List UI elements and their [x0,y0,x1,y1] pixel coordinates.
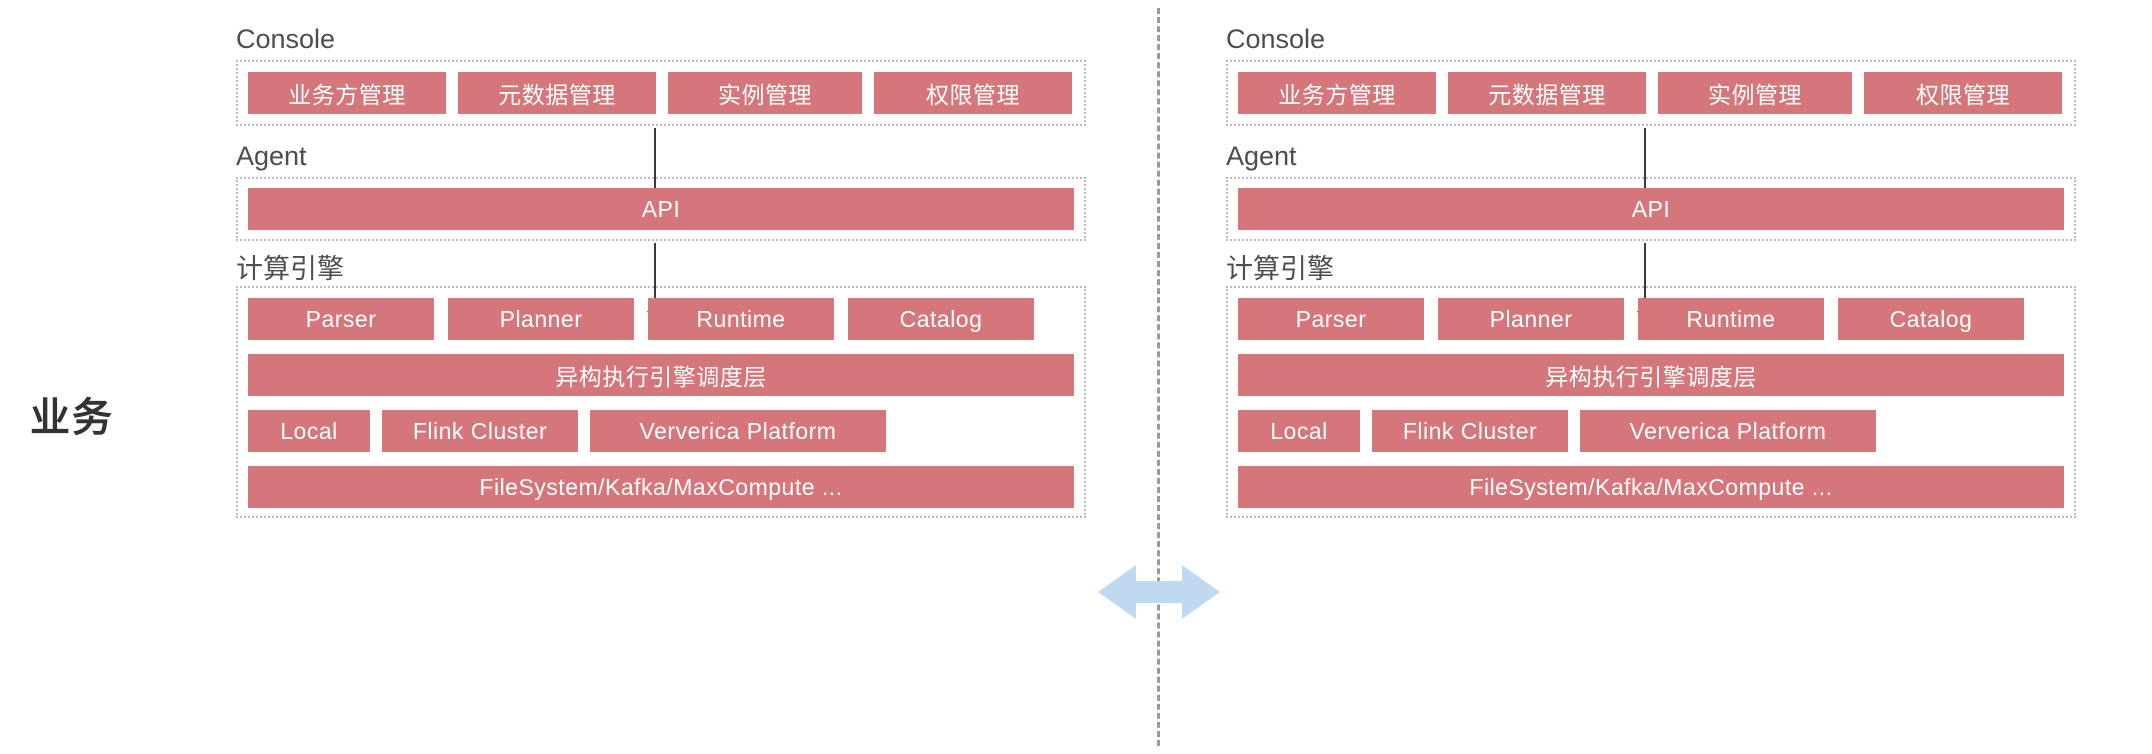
engine-component-runtime[interactable]: Runtime [648,298,834,340]
engine-runtime-ververica-platform[interactable]: Ververica Platform [590,410,886,452]
vertical-dashed-divider-icon [1157,8,1160,746]
engine-scheduler-layer-right[interactable]: 异构执行引擎调度层 [1238,354,2064,396]
engine-runtime-local[interactable]: Local [248,410,370,452]
engine-row-components-right: Parser Planner Runtime Catalog [1226,298,2076,340]
agent-item-api-right[interactable]: API [1238,188,2064,230]
architecture-panel-right: Console 业务方管理 元数据管理 实例管理 权限管理 Agent API … [1226,0,2076,754]
section-title-agent: Agent [236,141,307,171]
console-item-instance[interactable]: 实例管理 [668,72,862,114]
engine-row-components: Parser Planner Runtime Catalog [236,298,1086,340]
engine-row-storage-right: FileSystem/Kafka/MaxCompute ... [1226,466,2076,508]
console-item-metadata-right[interactable]: 元数据管理 [1448,72,1646,114]
engine-component-planner[interactable]: Planner [448,298,634,340]
console-row: 业务方管理 元数据管理 实例管理 权限管理 [236,72,1086,114]
engine-component-planner-right[interactable]: Planner [1438,298,1624,340]
agent-group-container-right [1226,177,2076,241]
section-title-agent-right: Agent [1226,141,1297,171]
engine-component-runtime-right[interactable]: Runtime [1638,298,1824,340]
engine-runtime-ververica-platform-right[interactable]: Ververica Platform [1580,410,1876,452]
console-item-instance-right[interactable]: 实例管理 [1658,72,1852,114]
engine-scheduler-layer[interactable]: 异构执行引擎调度层 [248,354,1074,396]
engine-row-runtimes: Local Flink Cluster Ververica Platform [236,410,1086,452]
engine-component-parser[interactable]: Parser [248,298,434,340]
section-title-engine: 计算引擎 [236,254,344,284]
engine-runtime-flink-cluster[interactable]: Flink Cluster [382,410,578,452]
agent-row: API [236,188,1086,230]
engine-row-scheduler-right: 异构执行引擎调度层 [1226,354,2076,396]
architecture-panel-left: Console 业务方管理 元数据管理 实例管理 权限管理 Agent API … [236,0,1086,754]
engine-component-parser-right[interactable]: Parser [1238,298,1424,340]
agent-group-container [236,177,1086,241]
console-item-permission-right[interactable]: 权限管理 [1864,72,2062,114]
console-group-container-right [1226,60,2076,126]
agent-item-api[interactable]: API [248,188,1074,230]
engine-row-runtimes-right: Local Flink Cluster Ververica Platform [1226,410,2076,452]
engine-runtime-flink-cluster-right[interactable]: Flink Cluster [1372,410,1568,452]
agent-row-right: API [1226,188,2076,230]
console-item-business-right[interactable]: 业务方管理 [1238,72,1436,114]
engine-storage-layer-right[interactable]: FileSystem/Kafka/MaxCompute ... [1238,466,2064,508]
section-title-console-right: Console [1226,24,1326,54]
engine-row-scheduler: 异构执行引擎调度层 [236,354,1086,396]
console-item-metadata[interactable]: 元数据管理 [458,72,656,114]
engine-component-catalog[interactable]: Catalog [848,298,1034,340]
console-item-permission[interactable]: 权限管理 [874,72,1072,114]
console-item-business[interactable]: 业务方管理 [248,72,446,114]
console-group-container [236,60,1086,126]
engine-storage-layer[interactable]: FileSystem/Kafka/MaxCompute ... [248,466,1074,508]
engine-group-container-right [1226,286,2076,518]
section-title-console: Console [236,24,336,54]
double-headed-horizontal-arrow-icon [1098,561,1220,623]
business-side-label: 业务 [30,396,114,440]
section-title-engine-right: 计算引擎 [1226,254,1334,284]
engine-group-container [236,286,1086,518]
engine-component-catalog-right[interactable]: Catalog [1838,298,2024,340]
console-row-right: 业务方管理 元数据管理 实例管理 权限管理 [1226,72,2076,114]
engine-row-storage: FileSystem/Kafka/MaxCompute ... [236,466,1086,508]
engine-runtime-local-right[interactable]: Local [1238,410,1360,452]
